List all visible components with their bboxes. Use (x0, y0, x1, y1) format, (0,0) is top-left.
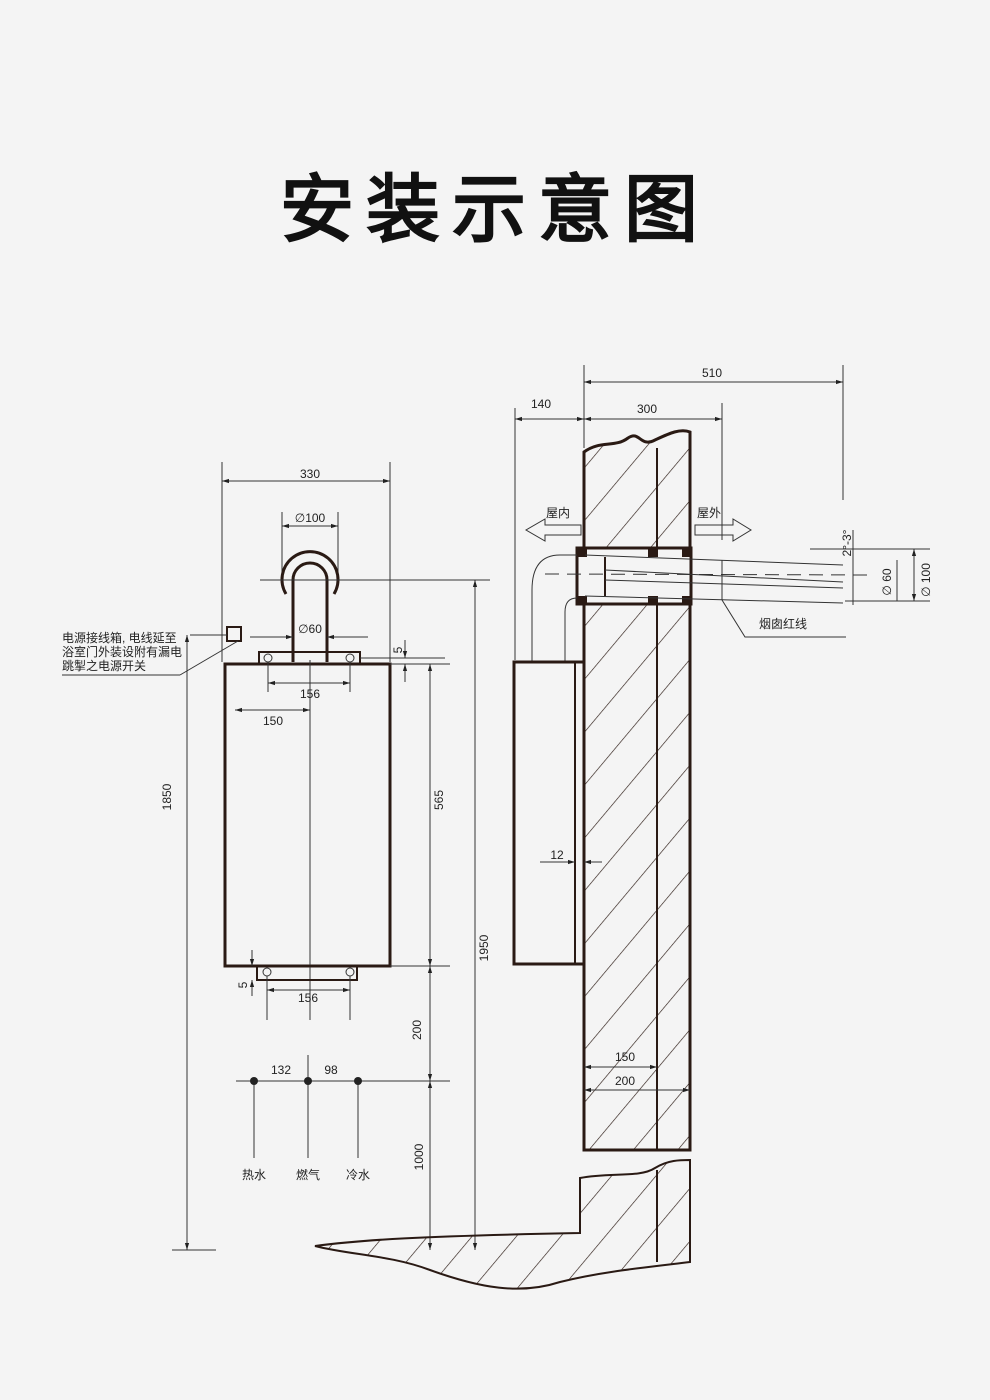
dim-side-outer-diameter: ∅ 100 (919, 563, 933, 597)
dim-power-height: 1850 (160, 783, 174, 810)
power-note-line-2: 浴室门外装设附有漏电 (62, 644, 182, 659)
dim-flue-height: 1950 (477, 934, 491, 961)
dim-total-length: 510 (702, 366, 722, 380)
cold-water-pipe (354, 1077, 362, 1085)
dim-flue-outer: ∅100 (295, 511, 326, 525)
dim-gap-bottom: 5 (236, 981, 250, 988)
dim-holes-top: 156 (300, 687, 320, 701)
dim-pipe-spacing-1: 132 (271, 1063, 291, 1077)
label-outdoor: 屋外 (697, 506, 721, 520)
dim-holes-bottom: 156 (298, 991, 318, 1005)
label-cold-water: 冷水 (346, 1168, 370, 1182)
heater-body (223, 662, 392, 968)
dim-side-inner-diameter: ∅ 60 (880, 568, 894, 595)
label-gas: 燃气 (296, 1167, 320, 1182)
power-junction-box (226, 626, 242, 642)
page-title: 安装示意图 (280, 167, 710, 253)
dim-body-height: 565 (432, 790, 446, 810)
dim-center-offset: 150 (263, 714, 283, 728)
hot-water-pipe (250, 1077, 258, 1085)
dim-width: 330 (300, 467, 320, 481)
dim-slope: 2°-3° (840, 529, 854, 556)
dim-wall-gap: 12 (550, 848, 564, 862)
label-indoor: 屋内 (546, 506, 570, 520)
heater-side-body (512, 660, 586, 966)
dim-wall-inner: 150 (615, 1050, 635, 1064)
dim-pipe-height: 1000 (412, 1143, 426, 1170)
label-hot-water: 热水 (242, 1168, 266, 1182)
bottom-bracket (256, 965, 358, 981)
flue-pipe (291, 561, 329, 662)
label-chimney-line: 烟囱红线 (759, 616, 807, 631)
power-note-line-1: 电源接线箱, 电线延至 (62, 630, 177, 645)
flue-elbow-outer (280, 550, 340, 595)
outdoor-arrow-icon (694, 518, 752, 542)
dim-below-body: 200 (410, 1020, 424, 1040)
dim-outdoor-length: 300 (637, 402, 657, 416)
dim-pipe-spacing-2: 98 (324, 1063, 338, 1077)
power-note-line-3: 跳掣之电源开关 (62, 659, 146, 673)
floor-section (314, 1158, 691, 1290)
dim-wall-thickness: 200 (615, 1074, 635, 1088)
wall-section (582, 429, 692, 1152)
dim-gap-top: 5 (391, 646, 405, 653)
gas-pipe (304, 1077, 312, 1085)
side-view: 510 140 300 屋内 屋外 (314, 365, 933, 1290)
dim-indoor-depth: 140 (531, 397, 551, 411)
indoor-arrow-icon (525, 518, 582, 542)
flue-elbow (531, 554, 577, 662)
dim-flue-inner: ∅60 (298, 622, 322, 636)
front-view: 330 ∅100 ∅60 电源接线箱, 电线延至 浴室门外装设附有漏电 跳掣之电… (62, 462, 491, 1251)
